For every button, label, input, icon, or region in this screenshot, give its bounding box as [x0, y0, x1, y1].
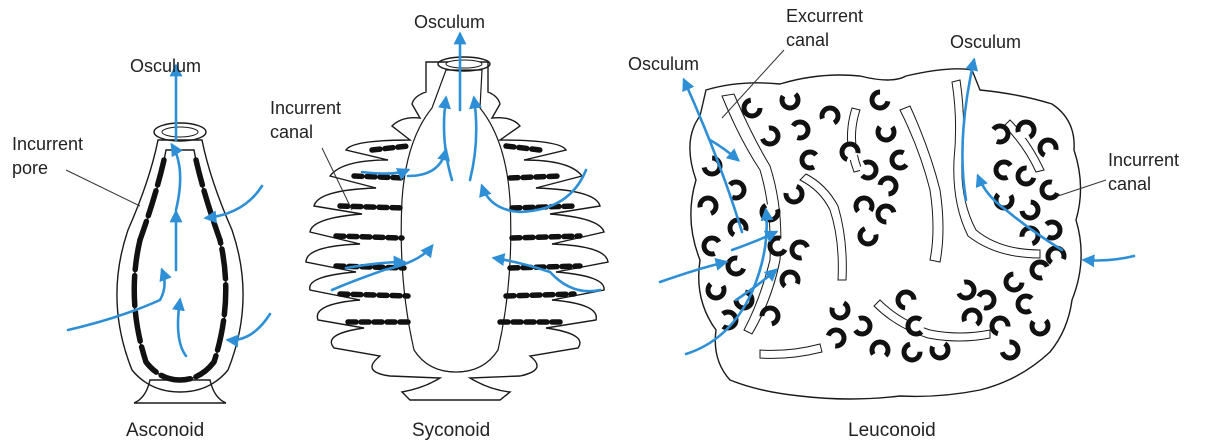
leuconoid-osculum-right-label: Osculum [950, 32, 1021, 52]
syconoid-incurrent-canal-label-2: canal [270, 122, 313, 142]
leuconoid-panel: Osculum Excurrent canal Osculum Incurren… [628, 6, 1179, 441]
flagellated-chamber [708, 282, 724, 298]
flagellated-chamber [762, 204, 778, 220]
syconoid-panel: Osculum Incurrent canal Syconoid [270, 12, 608, 441]
flagellated-chamber [872, 342, 888, 358]
leuconoid-excurrent-canal-label-2: canal [786, 30, 829, 50]
flagellated-chamber [904, 344, 920, 360]
flagellated-chamber [1018, 296, 1034, 312]
flagellated-chamber [1022, 202, 1038, 218]
flagellated-chamber [996, 162, 1012, 178]
flagellated-chamber [1032, 262, 1048, 278]
flagellated-chamber [1044, 222, 1060, 238]
leuconoid-incurrent-canal-label-2: canal [1108, 174, 1151, 194]
flagellated-chamber [700, 198, 716, 214]
asconoid-osculum-label: Osculum [130, 56, 201, 76]
flagellated-chamber [832, 302, 848, 318]
syconoid-osculum-label: Osculum [414, 12, 485, 32]
flagellated-chamber [792, 122, 808, 138]
flagellated-chamber [964, 310, 980, 326]
leuconoid-incurrent-canal-leader [1058, 180, 1106, 196]
leuconoid-osculum-left-label: Osculum [628, 54, 699, 74]
flagellated-chamber [728, 258, 744, 274]
flagellated-chamber [1018, 168, 1034, 184]
leuconoid-flow-arrow [962, 60, 974, 200]
flagellated-chamber [908, 318, 924, 334]
leuconoid-excurrent-canal-label: Excurrent [786, 6, 863, 26]
syconoid-incurrent-canal-label: Incurrent [270, 98, 341, 118]
asconoid-flow-arrow [172, 145, 180, 210]
leuconoid-incurrent-canal-label: Incurrent [1108, 150, 1179, 170]
flagellated-chamber [1006, 274, 1022, 290]
flagellated-chamber [854, 318, 870, 334]
flagellated-chamber [878, 206, 894, 222]
flagellated-chamber [762, 308, 778, 324]
leuconoid-flow-arrow [1084, 256, 1134, 261]
flagellated-chamber [1032, 318, 1048, 334]
asconoid-flow-arrow [228, 314, 270, 340]
flagellated-chamber [892, 152, 908, 168]
flagellated-chamber [992, 318, 1008, 334]
asconoid-flow-arrow [206, 186, 262, 218]
flagellated-chamber [842, 144, 858, 160]
flagellated-chamber [822, 108, 838, 124]
flagellated-chamber [1018, 122, 1034, 138]
flagellated-chamber [792, 242, 808, 258]
flagellated-chamber [704, 238, 720, 254]
flagellated-chamber [762, 128, 778, 144]
flagellated-chamber [1040, 140, 1056, 156]
leuconoid-flow-arrow [686, 210, 767, 354]
flagellated-chamber [880, 178, 896, 194]
syconoid-atrium [401, 70, 511, 372]
flagellated-chamber [828, 330, 844, 346]
syconoid-incurrent-canal-leader [322, 148, 352, 210]
flagellated-chamber [1022, 228, 1038, 244]
flagellated-chamber [782, 92, 798, 108]
leuconoid-flow-arrow [660, 262, 726, 282]
flagellated-chamber [878, 124, 894, 140]
flagellated-chamber [744, 100, 760, 116]
asconoid-incurrent-pore-leader [66, 170, 140, 206]
leuconoid-caption: Leuconoid [848, 420, 936, 441]
asconoid-flow-arrow [68, 270, 165, 330]
flagellated-chamber [770, 238, 786, 254]
flagellated-chamber [958, 282, 974, 298]
flagellated-chamber [898, 292, 914, 308]
syconoid-flow-arrow [362, 170, 408, 174]
asconoid-incurrent-pore-label-2: pore [12, 158, 48, 178]
flagellated-chamber [978, 292, 994, 308]
flagellated-chamber [802, 152, 818, 168]
flagellated-chamber [932, 342, 948, 358]
flagellated-chamber [872, 92, 888, 108]
syconoid-caption: Syconoid [412, 420, 490, 441]
flagellated-chamber [860, 162, 876, 178]
flagellated-chamber [782, 272, 798, 288]
asconoid-incurrent-pore-label: Incurrent [12, 134, 83, 154]
flagellated-chamber [856, 198, 872, 214]
flagellated-chamber [860, 228, 876, 244]
flagellated-chamber [786, 186, 802, 202]
asconoid-caption: Asconoid [126, 420, 204, 441]
asconoid-flow-arrow [178, 300, 186, 356]
flagellated-chamber [1042, 182, 1058, 198]
asconoid-panel: Osculum Incurrent pore Asconoid [12, 56, 270, 441]
flagellated-chamber [992, 126, 1008, 142]
flagellated-chamber [1002, 342, 1018, 358]
